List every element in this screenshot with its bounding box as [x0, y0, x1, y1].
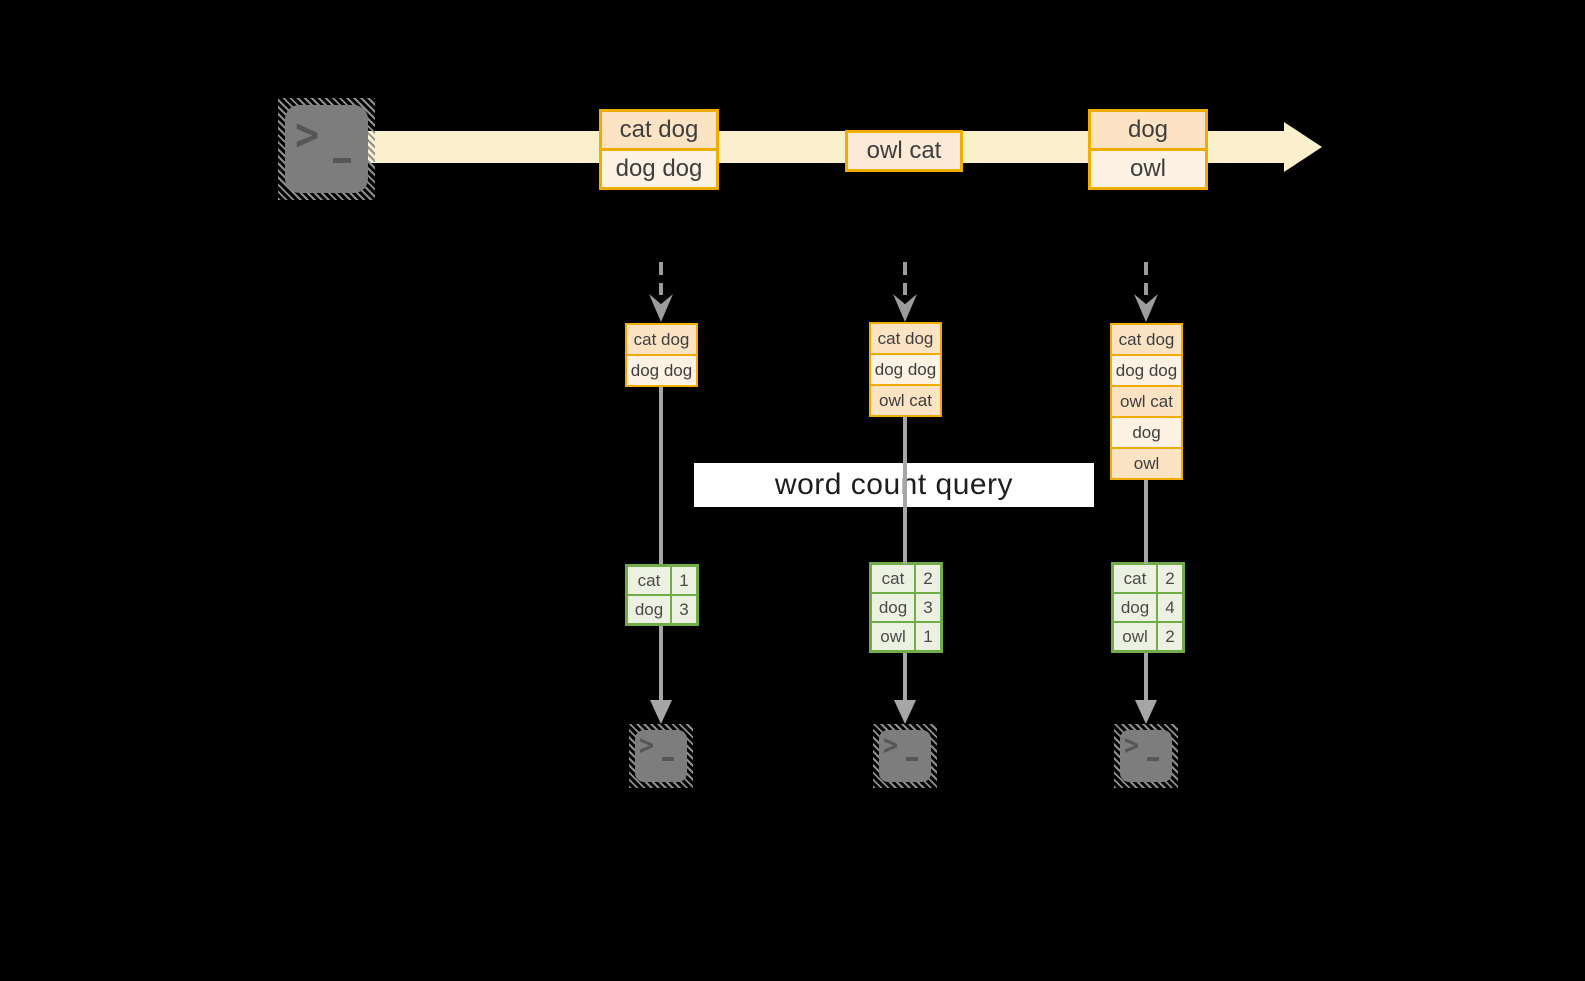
terminal-body [635, 730, 687, 782]
result-table-3: cat 2 dog 4 owl 2 [1111, 562, 1185, 653]
connector-line [1144, 480, 1148, 564]
count-cell: 1 [672, 567, 696, 594]
result-table-1: cat 1 dog 3 [625, 564, 699, 626]
connector-line [903, 417, 907, 564]
connector-line [903, 653, 907, 702]
input-table-2: cat dog dog dog owl cat [869, 322, 942, 417]
trigger-arrow-line-3 [1144, 262, 1148, 295]
terminal-output-icon-1: > [629, 724, 693, 788]
terminal-body [285, 105, 368, 193]
word-cell: cat [1114, 565, 1156, 592]
trigger-arrow-line-1 [659, 262, 663, 295]
input-record: cat dog [871, 324, 940, 353]
input-table-3: cat dog dog dog owl cat dog owl [1110, 323, 1183, 480]
count-cell: 3 [916, 594, 940, 621]
connector-line [1144, 653, 1148, 702]
input-record: cat dog [1112, 325, 1181, 354]
input-record: owl [1112, 449, 1181, 478]
terminal-body [879, 730, 931, 782]
count-cell: 2 [1158, 565, 1182, 592]
word-cell: cat [628, 567, 670, 594]
stream-batch-3: dog owl [1088, 109, 1208, 190]
trigger-arrowhead-icon-2 [893, 294, 917, 322]
connector-line [659, 626, 663, 702]
prompt-underscore-icon [662, 757, 674, 761]
word-cell: cat [872, 565, 914, 592]
terminal-body [1120, 730, 1172, 782]
input-record: dog dog [871, 355, 940, 384]
word-cell: dog [628, 596, 670, 623]
count-cell: 1 [916, 623, 940, 650]
connector-line [659, 387, 663, 564]
prompt-underscore-icon [1147, 757, 1159, 761]
terminal-input-icon: > [278, 98, 375, 200]
trigger-arrowhead-icon-3 [1134, 294, 1158, 322]
word-cell: dog [872, 594, 914, 621]
input-record: dog dog [627, 356, 696, 385]
word-cell: owl [1114, 623, 1156, 650]
count-cell: 3 [672, 596, 696, 623]
stream-record: cat dog [602, 112, 716, 148]
stream-batch-1: cat dog dog dog [599, 109, 719, 190]
prompt-chevron-icon: > [1124, 727, 1140, 762]
down-arrowhead-icon-2 [894, 700, 916, 724]
down-arrowhead-icon-1 [650, 700, 672, 724]
terminal-output-icon-2: > [873, 724, 937, 788]
input-record: owl cat [1112, 387, 1181, 416]
input-record: cat dog [627, 325, 696, 354]
prompt-underscore-icon [333, 158, 351, 163]
prompt-chevron-icon: > [883, 727, 899, 762]
stream-record: owl cat [848, 133, 960, 169]
input-record: dog [1112, 418, 1181, 447]
word-cell: dog [1114, 594, 1156, 621]
stream-record: dog [1091, 112, 1205, 148]
down-arrowhead-icon-3 [1135, 700, 1157, 724]
result-table-2: cat 2 dog 3 owl 1 [869, 562, 943, 653]
terminal-output-icon-3: > [1114, 724, 1178, 788]
input-table-1: cat dog dog dog [625, 323, 698, 387]
stream-batch-2: owl cat [845, 130, 963, 172]
stream-record: dog dog [602, 151, 716, 187]
prompt-chevron-icon: > [639, 727, 655, 762]
prompt-underscore-icon [906, 757, 918, 761]
count-cell: 4 [1158, 594, 1182, 621]
stream-arrowhead-icon [1284, 122, 1322, 172]
prompt-chevron-icon: > [295, 108, 320, 162]
word-cell: owl [872, 623, 914, 650]
trigger-arrowhead-icon-1 [649, 294, 673, 322]
stream-record: owl [1091, 151, 1205, 187]
word-count-query-label: word count query [694, 463, 1094, 507]
input-record: owl cat [871, 386, 940, 415]
input-record: dog dog [1112, 356, 1181, 385]
count-cell: 2 [1158, 623, 1182, 650]
count-cell: 2 [916, 565, 940, 592]
trigger-arrow-line-2 [903, 262, 907, 295]
